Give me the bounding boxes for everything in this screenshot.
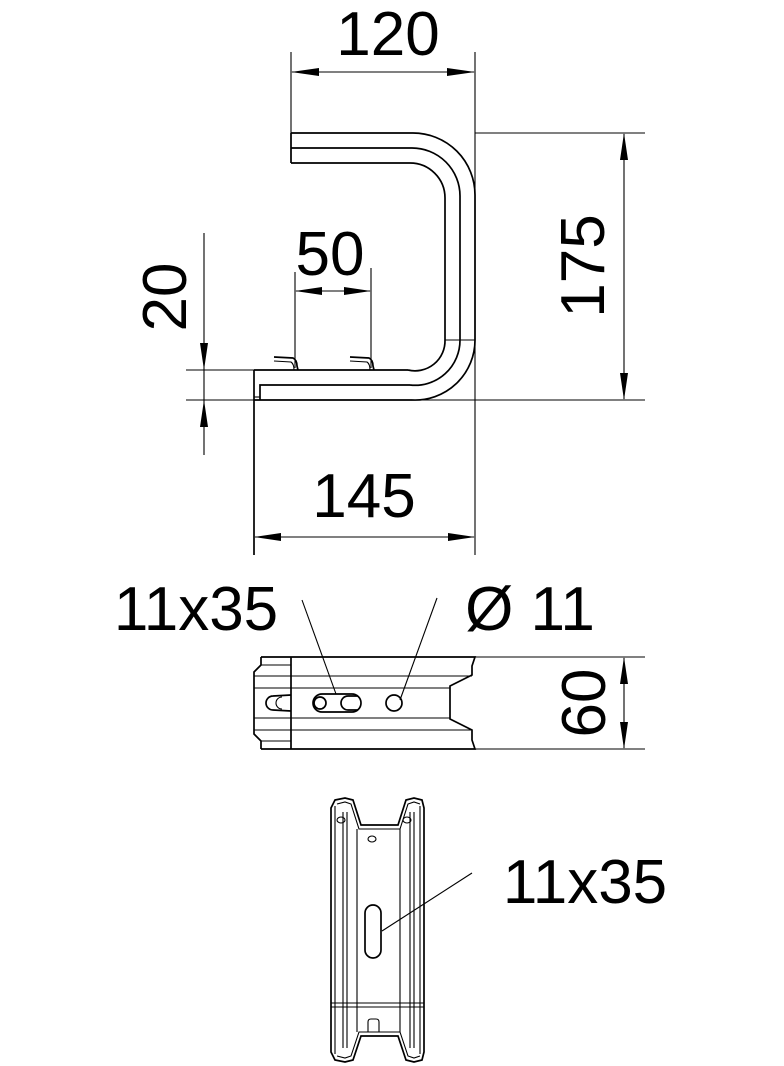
- dimension-145: 145: [254, 462, 475, 541]
- dimension-120: 120: [290, 0, 476, 555]
- hook-left: [273, 356, 299, 371]
- dimension-label-60: 60: [550, 669, 619, 738]
- leader-line-hole: [399, 597, 438, 701]
- dimension-label-20: 20: [131, 263, 200, 332]
- callout-label-hole-11: Ø 11: [465, 575, 595, 644]
- dimension-label-50: 50: [296, 220, 365, 289]
- dimension-175: 175: [412, 132, 645, 401]
- dimension-60: 60: [475, 656, 645, 750]
- dimension-label-175: 175: [549, 214, 618, 317]
- front-view-outline: [330, 797, 425, 1063]
- dimension-50: 50: [294, 220, 372, 368]
- dimension-20: 20: [131, 233, 254, 455]
- dimension-label-145: 145: [312, 462, 415, 531]
- front-view: 11x35: [330, 797, 667, 1063]
- callout-label-slot-11x35: 11x35: [114, 575, 278, 644]
- leader-line-front-slot: [381, 872, 473, 932]
- leader-line-slot: [301, 599, 337, 695]
- callout-label-front-slot-11x35: 11x35: [503, 848, 667, 917]
- bracket-profile: [253, 132, 476, 555]
- dimension-label-120: 120: [336, 0, 439, 69]
- hook-right: [349, 356, 375, 371]
- side-view: 120: [131, 0, 645, 555]
- top-view-outline: [253, 656, 477, 750]
- top-view: 11x35 Ø 11: [114, 575, 645, 750]
